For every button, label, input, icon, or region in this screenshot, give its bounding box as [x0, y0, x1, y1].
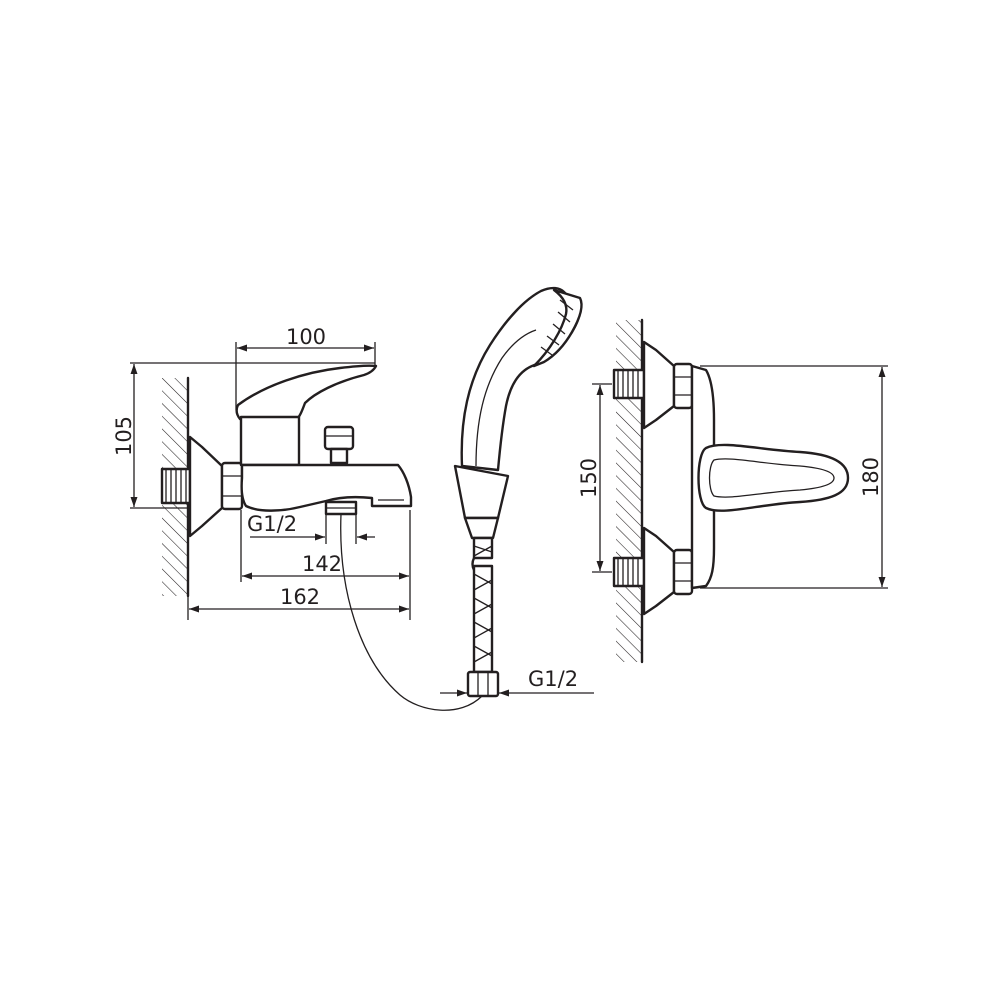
- dimension-spout-thread: G1/2: [247, 512, 375, 544]
- dimension-inlet-spacing: 150: [577, 385, 604, 571]
- dim-hose-thread-label: G1/2: [528, 667, 578, 691]
- dim-inlet-spacing-label: 150: [577, 458, 601, 498]
- outlet-thread: [324, 500, 358, 516]
- dimension-total-height: 180: [859, 367, 886, 587]
- hose-nut: [466, 670, 500, 698]
- shower-nozzle-lines: [540, 299, 574, 356]
- mixer-front-view: 150 180: [577, 318, 888, 664]
- dim-total-height-label: 180: [859, 457, 883, 497]
- shower-inner-line: [475, 329, 537, 467]
- lever-handle: [235, 364, 378, 421]
- front-lever-inner: [708, 458, 835, 498]
- cartridge-body: [239, 415, 301, 467]
- extension-lines-left: [130, 342, 411, 620]
- shower-head-face: [532, 288, 583, 368]
- hose-cone: [463, 516, 500, 540]
- front-lever: [697, 443, 850, 512]
- dim-height-left-label: 105: [112, 416, 136, 456]
- hand-shower-assembly: G1/2: [340, 286, 594, 711]
- dimension-height-left: 105: [112, 364, 138, 507]
- mixer-side-view: 100 105 G1/2 142 162: [112, 325, 413, 620]
- shower-hose: [471, 536, 494, 674]
- wall-flange: [188, 435, 224, 538]
- hex-nut-left: [220, 461, 244, 511]
- wall-thread-connector: [160, 467, 192, 505]
- dimension-total-length: 162: [189, 585, 409, 613]
- extension-lines-right: [592, 365, 888, 589]
- dim-body-length-label: 142: [302, 552, 342, 576]
- shower-holder: [453, 464, 510, 520]
- dimension-handle-width: 100: [237, 325, 374, 352]
- dim-total-length-label: 162: [280, 585, 320, 609]
- dimension-body-length: 142: [242, 552, 409, 580]
- diverter-knob: [323, 425, 355, 465]
- dim-spout-thread-label: G1/2: [247, 512, 297, 536]
- dim-handle-width-label: 100: [286, 325, 326, 349]
- lower-inlet: [612, 526, 694, 616]
- upper-inlet: [612, 340, 694, 430]
- dimension-hose-thread: G1/2: [440, 667, 594, 697]
- hose-routing-curve: [340, 513, 483, 711]
